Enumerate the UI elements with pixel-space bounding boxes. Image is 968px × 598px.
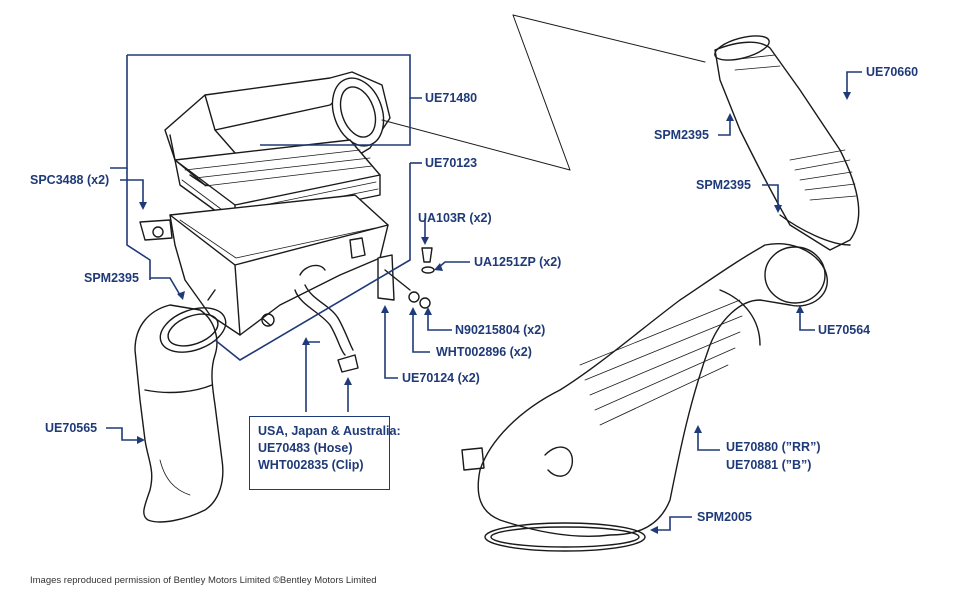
arrowhead bbox=[139, 202, 147, 210]
bracket-fixings-drawing bbox=[377, 247, 435, 309]
part-label-wht002896: WHT002896 (x2) bbox=[436, 345, 532, 359]
arrowhead bbox=[177, 291, 185, 300]
part-label-spc3488: SPC3488 (x2) bbox=[30, 173, 110, 187]
left-hose-drawing bbox=[134, 304, 227, 523]
part-label-ue70881: UE70881 (”B”) bbox=[726, 458, 812, 472]
leader-airbox-left bbox=[126, 168, 151, 280]
part-label-ue71480: UE71480 bbox=[425, 91, 478, 105]
leader-note-hose bbox=[305, 341, 320, 412]
leader-n90215804 bbox=[427, 312, 452, 331]
arrowhead bbox=[344, 377, 352, 385]
note-line-hose: UE70483 (Hose) bbox=[258, 441, 353, 455]
part-label-ue70123: UE70123 bbox=[425, 156, 478, 170]
leader-ue70564 bbox=[799, 310, 815, 331]
right-hose-drawing bbox=[714, 35, 860, 251]
arrowhead bbox=[421, 237, 429, 245]
leader-ue70660 bbox=[846, 71, 862, 95]
air-box-base-drawing bbox=[139, 194, 389, 373]
part-label-spm2395-mid: SPM2395 bbox=[696, 178, 751, 192]
leader-spm2395-left bbox=[150, 277, 181, 296]
copyright-credit: Images reproduced permission of Bentley … bbox=[30, 575, 377, 586]
leader-spc3488 bbox=[120, 179, 144, 205]
part-label-ua1251zp: UA1251ZP (x2) bbox=[474, 255, 562, 269]
leader-spm2395-top bbox=[718, 118, 731, 136]
arrowhead bbox=[796, 305, 804, 313]
leader-spm2395-mid bbox=[762, 184, 779, 208]
leader-ue70124 bbox=[384, 310, 398, 379]
part-label-ue70660: UE70660 bbox=[866, 65, 919, 79]
leader-ue70565 bbox=[106, 427, 140, 441]
part-label-ue70565: UE70565 bbox=[45, 421, 98, 435]
arrowhead bbox=[302, 337, 310, 345]
part-label-ue70880: UE70880 (”RR”) bbox=[726, 440, 821, 454]
leader-spm2005 bbox=[655, 516, 692, 531]
regional-note-box: USA, Japan & Australia: UE70483 (Hose) W… bbox=[249, 416, 401, 490]
leader-ua1251zp bbox=[437, 261, 470, 269]
arrowhead bbox=[774, 205, 782, 213]
part-label-spm2005: SPM2005 bbox=[697, 510, 752, 524]
leader-ue71480-drop bbox=[260, 98, 411, 146]
part-label-ua103r: UA103R (x2) bbox=[418, 211, 492, 225]
part-label-spm2395-top: SPM2395 bbox=[654, 128, 709, 142]
leader-ue71480 bbox=[127, 54, 422, 99]
arrowhead bbox=[843, 92, 851, 100]
leader-ue71480-left bbox=[110, 55, 128, 169]
note-line-clip: WHT002835 (Clip) bbox=[258, 458, 364, 472]
part-label-spm2395-left: SPM2395 bbox=[84, 271, 139, 285]
arrowhead bbox=[650, 526, 658, 534]
arrowhead bbox=[137, 436, 145, 444]
leader-ue70880 bbox=[697, 430, 720, 451]
arrowhead bbox=[434, 263, 443, 271]
part-label-ue70564: UE70564 bbox=[818, 323, 871, 337]
leader-wht002896 bbox=[412, 312, 430, 353]
leader-ue70123-drop bbox=[214, 163, 411, 361]
arrowhead bbox=[694, 425, 702, 433]
part-label-n90215804: N90215804 (x2) bbox=[455, 323, 546, 337]
arrowhead bbox=[424, 307, 432, 315]
note-line-region: USA, Japan & Australia: bbox=[258, 424, 401, 438]
arrowhead bbox=[381, 305, 389, 313]
arrowhead bbox=[726, 113, 734, 121]
intake-duct-drawing bbox=[461, 243, 828, 552]
part-label-ue70124: UE70124 (x2) bbox=[402, 371, 480, 385]
arrowhead bbox=[409, 307, 417, 315]
